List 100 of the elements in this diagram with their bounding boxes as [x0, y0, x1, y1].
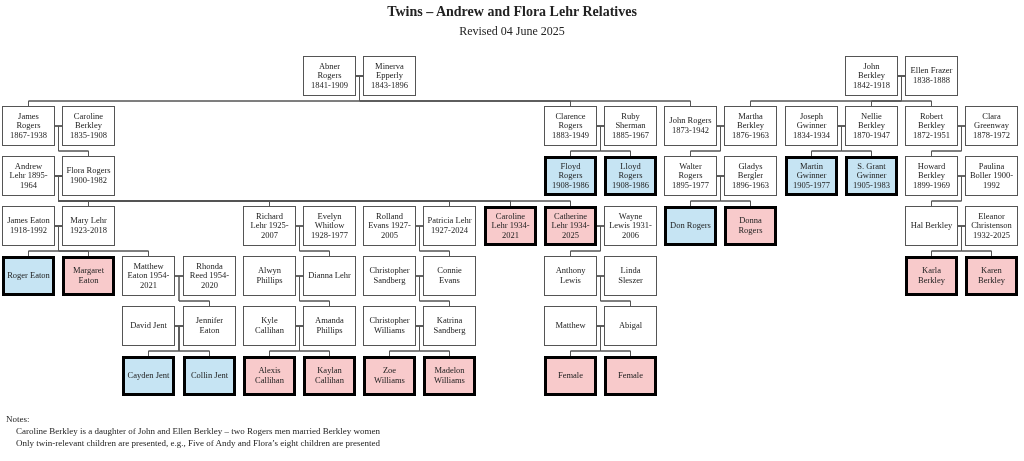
person-name: Gladys Bergler 1896-1963: [731, 161, 770, 191]
person-name: Eleanor Christenson 1932-2025: [970, 211, 1013, 241]
connector-line: [716, 125, 725, 127]
person-name: John Rogers 1873-1942: [668, 116, 713, 136]
person-box: [423, 206, 476, 246]
person-name: John Berkley 1842-1918: [852, 61, 891, 91]
person-box: [62, 106, 115, 146]
person-box: [845, 56, 898, 96]
person-box: [664, 106, 717, 146]
person-name: James Eaton 1918-1992: [6, 216, 51, 236]
person-name: Martha Berkley 1876-1963: [731, 111, 770, 141]
person-name: Richard Lehr 1925-2007: [249, 211, 290, 241]
connector-line: [596, 275, 605, 277]
connector-line: [415, 325, 424, 327]
connector-line: [295, 275, 304, 277]
person-name: Nellie Berkley 1870-1947: [852, 111, 891, 141]
person-box: [905, 106, 958, 146]
person-name: Cayden Jent: [127, 371, 170, 381]
connector-line: [174, 325, 184, 327]
person-box: [243, 256, 296, 296]
connector-line: [596, 225, 605, 227]
person-name: Lloyd Rogers 1908-1986: [611, 161, 650, 191]
person-name: Flora Rogers 1900-1982: [66, 166, 111, 186]
person-name: Collin Jent: [190, 371, 229, 381]
person-name: Abigal: [618, 321, 643, 331]
person-name: Wayne Lewis 1931-2006: [608, 211, 653, 241]
person-name: Zoe Williams: [373, 366, 406, 386]
twin-person-box: [604, 156, 657, 196]
connector-line: [897, 75, 906, 77]
person-box: [604, 306, 657, 346]
person-box: [423, 306, 476, 346]
person-name: Christopher Williams: [368, 316, 411, 336]
twin-person-box: [363, 356, 416, 396]
person-box: [905, 56, 958, 96]
twin-person-box: [664, 206, 717, 246]
person-name: Caroline Lehr 1934-2021: [490, 211, 531, 241]
twin-person-box: [484, 206, 537, 246]
person-name: Margaret Eaton: [72, 266, 105, 286]
person-name: Minerva Epperly 1843-1896: [370, 61, 409, 91]
person-name: Female: [618, 371, 643, 381]
twin-person-box: [965, 256, 1018, 296]
person-name: Dianna Lehr: [308, 271, 351, 281]
person-name: Matthew: [555, 321, 586, 331]
person-box: [724, 106, 777, 146]
person-box: [62, 156, 115, 196]
connector-line: [957, 225, 966, 227]
person-name: Donna Rogers: [737, 216, 764, 236]
twin-person-box: [2, 256, 55, 296]
twin-person-box: [544, 356, 597, 396]
connector-line: [957, 125, 966, 127]
person-name: Martin Gwinner 1905-1977: [792, 161, 831, 191]
person-name: Female: [558, 371, 583, 381]
person-name: Amanda Phillips: [314, 316, 345, 336]
connector-line: [716, 175, 725, 177]
person-box: [664, 156, 717, 196]
person-name: Joseph Gwinner 1834-1934: [792, 111, 831, 141]
person-name: Kyle Callihan: [254, 316, 285, 336]
twin-person-box: [604, 356, 657, 396]
note-text: Caroline Berkley is a daughter of John and Ellen Berkley – two Rogers men married Berkley women: [16, 426, 380, 436]
person-box: [363, 56, 416, 96]
person-box: [303, 56, 356, 96]
connector-line: [415, 275, 424, 277]
person-name: Madelon Williams: [433, 366, 466, 386]
person-name: Linda Sleszer: [617, 266, 644, 286]
person-name: Karen Berkley: [977, 266, 1006, 286]
person-name: Jennifer Eaton: [194, 316, 225, 336]
connector-line: [174, 275, 184, 277]
person-name: Walter Rogers 1895-1977: [671, 161, 710, 191]
connector-line: [596, 325, 605, 327]
person-box: [363, 256, 416, 296]
person-name: James Rogers 1867-1938: [9, 111, 48, 141]
person-name: S. Grant Gwinner 1905-1983: [852, 161, 891, 191]
person-name: Roger Eaton: [7, 271, 50, 281]
connector-line: [837, 125, 846, 127]
person-name: Rhonda Reed 1954-2020: [188, 261, 231, 291]
connector-line: [415, 225, 424, 227]
person-name: Andrew Lehr 1895-1964: [8, 161, 49, 191]
connector-line: [54, 175, 63, 177]
person-box: [604, 256, 657, 296]
person-name: Christopher Sandberg: [368, 266, 411, 286]
person-name: Ellen Frazer 1838-1888: [909, 66, 954, 86]
twin-person-box: [544, 156, 597, 196]
twin-person-box: [303, 356, 356, 396]
person-box: [2, 156, 55, 196]
person-box: [243, 306, 296, 346]
note-text: Only twin-relevant children are presented, e.g., Five of Andy and Flora’s eight children are presented: [16, 438, 380, 448]
person-box: [544, 306, 597, 346]
twin-person-box: [785, 156, 838, 196]
diagram-title: Twins – Andrew and Flora Lehr Relatives: [386, 4, 638, 20]
person-box: [303, 256, 356, 296]
person-box: [122, 306, 175, 346]
person-name: Karla Berkley: [917, 266, 946, 286]
person-name: Caroline Berkley 1835-1908: [69, 111, 108, 141]
person-name: Catherine Lehr 1934-2025: [550, 211, 591, 241]
twin-person-box: [423, 356, 476, 396]
person-box: [303, 306, 356, 346]
person-name: Abner Rogers 1841-1909: [310, 61, 349, 91]
person-name: Don Rogers: [670, 221, 711, 231]
twin-person-box: [724, 206, 777, 246]
person-name: Hal Berkley: [910, 221, 953, 231]
